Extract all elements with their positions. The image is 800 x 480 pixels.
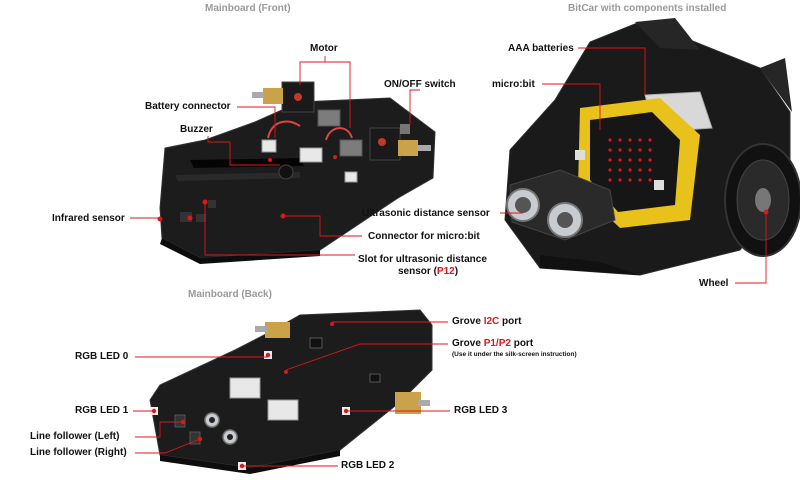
callout-lines — [130, 47, 767, 467]
label-battery-connector: Battery connector — [145, 101, 231, 112]
label-onoff-switch: ON/OFF switch — [384, 79, 456, 90]
label-ultrasonic-sensor: Ultrasonic distance sensor — [362, 208, 490, 219]
label-rgb-led-1: RGB LED 1 — [75, 405, 129, 416]
label-grove-note: (Use it under the silk-screen instructio… — [452, 351, 577, 358]
label-connector-microbit: Connector for micro:bit — [368, 231, 480, 242]
front-mainboard-illustration — [157, 81, 436, 264]
header-car: BitCar with components installed — [568, 3, 727, 14]
label-buzzer: Buzzer — [180, 124, 213, 135]
callout-motor-left — [299, 56, 326, 85]
grove-p1p2-red: P1/P2 — [483, 338, 511, 349]
label-rgb-led-2: RGB LED 2 — [341, 460, 395, 471]
callout-buzzer — [207, 136, 280, 166]
label-grove-p1p2: Grove P1/P2 port — [452, 338, 533, 350]
callout-onoff-switch — [409, 89, 420, 125]
callout-microbit — [542, 83, 601, 130]
header-front: Mainboard (Front) — [205, 3, 291, 14]
callout-line-left — [135, 421, 183, 438]
label-grove-i2c: Grove I2C port — [452, 316, 521, 328]
bitcar-wheel — [724, 143, 800, 257]
slot-ultrasonic-text: sensor ( — [398, 266, 437, 277]
label-microbit: micro:bit — [492, 79, 535, 90]
callout-battery-connector — [237, 106, 276, 138]
label-aaa-batteries: AAA batteries — [508, 43, 574, 54]
label-line-follower-right: Line follower (Right) — [30, 447, 127, 458]
label-wheel: Wheel — [699, 278, 729, 289]
grove-i2c-prefix: Grove — [452, 316, 484, 327]
label-motor: Motor — [310, 43, 338, 54]
front-motor-left — [252, 81, 315, 113]
bitcar-illustration — [504, 18, 800, 276]
slot-ultrasonic-pin: P12 — [436, 266, 455, 277]
header-back: Mainboard (Back) — [188, 289, 272, 300]
label-rgb-led-3: RGB LED 3 — [454, 405, 508, 416]
label-infrared-sensor: Infrared sensor — [52, 213, 125, 224]
callout-wheel — [735, 212, 767, 284]
label-slot-ultrasonic-line1: Slot for ultrasonic distance — [358, 254, 487, 265]
grove-p1p2-suffix: port — [510, 338, 534, 349]
callout-slot-ultrasonic — [204, 202, 355, 256]
callout-motor-right — [325, 61, 351, 128]
callout-grove-p1p2 — [285, 343, 448, 371]
label-slot-ultrasonic-line2: sensor (P12) — [398, 266, 458, 278]
back-mainboard-illustration — [149, 309, 433, 474]
grove-i2c-suffix: port — [499, 316, 522, 327]
label-line-follower-left: Line follower (Left) — [30, 431, 120, 442]
slot-ultrasonic-close: ) — [454, 266, 459, 277]
callout-aaa-batteries — [578, 47, 646, 95]
callout-line-right — [135, 438, 201, 454]
callout-connector-microbit — [283, 215, 362, 237]
grove-p1p2-prefix: Grove — [452, 338, 484, 349]
front-motor-right — [369, 127, 431, 161]
grove-i2c-red: I2C — [483, 316, 500, 327]
label-rgb-led-0: RGB LED 0 — [75, 351, 129, 362]
